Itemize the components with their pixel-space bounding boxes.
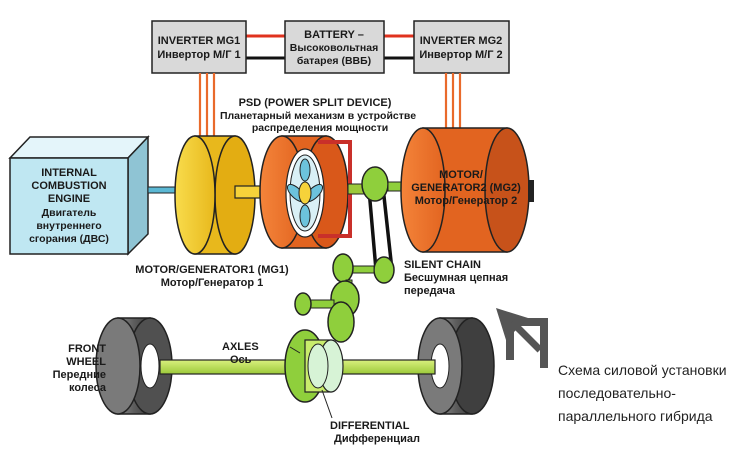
front-wheel-label: FRONT WHEEL Передние колеса [53, 343, 107, 394]
inverter-mg2-label: INVERTER MG2 [420, 35, 503, 47]
mg2-drum: MOTOR/ GENERATOR2 (MG2) Мотор/Генератор … [400, 127, 534, 253]
psd-drum [259, 135, 349, 249]
differential-leader [321, 389, 333, 419]
svg-text:FRONT: FRONT [68, 343, 106, 355]
svg-text:PSD (POWER SPLIT DEVICE): PSD (POWER SPLIT DEVICE) [239, 97, 392, 109]
svg-text:Ось: Ось [230, 354, 252, 366]
svg-text:колеса: колеса [69, 382, 107, 394]
svg-text:MOTOR/: MOTOR/ [439, 169, 483, 181]
battery-label-ru-2: батарея (ВВБ) [297, 55, 371, 67]
svg-text:Передние: Передние [53, 369, 106, 381]
mg1-label: MOTOR/GENERATOR1 (MG1) Мотор/Генератор 1 [135, 264, 289, 289]
battery-label-ru-1: Высоковольтная [290, 42, 378, 54]
svg-text:распределения мощности: распределения мощности [252, 122, 388, 134]
planetary-gear-icon [286, 158, 324, 228]
axles-label: AXLES Ось [222, 341, 259, 366]
svg-text:Схема силовой установки: Схема силовой установки [558, 362, 727, 378]
svg-text:Мотор/Генератор 2: Мотор/Генератор 2 [415, 195, 518, 207]
svg-text:Дифференциал: Дифференциал [334, 433, 420, 445]
cables-mg2 [444, 73, 462, 128]
diagram-caption: Схема силовой установки последовательно-… [558, 362, 727, 424]
svg-text:AXLES: AXLES [222, 341, 259, 353]
wires-top [246, 34, 414, 60]
inverter-mg2-box: INVERTER MG2 Инвертор М/Г 2 [413, 20, 510, 74]
battery-label: BATTERY – [304, 29, 364, 41]
svg-text:сгорания (ДВС): сгорания (ДВС) [29, 233, 109, 245]
battery-box: BATTERY – Высоковольтная батарея (ВВБ) [284, 20, 385, 74]
left-wheel [95, 317, 173, 415]
svg-text:Бесшумная цепная: Бесшумная цепная [404, 272, 508, 284]
inverter-mg2-label-ru: Инвертор М/Г 2 [419, 49, 502, 61]
right-wheel [417, 317, 495, 415]
inverter-mg1-label: INVERTER MG1 [158, 35, 241, 47]
svg-text:SILENT CHAIN: SILENT CHAIN [404, 259, 481, 271]
svg-text:WHEEL: WHEEL [66, 356, 106, 368]
svg-text:COMBUSTION: COMBUSTION [31, 180, 106, 192]
svg-text:последовательно-: последовательно- [558, 385, 676, 401]
corner-arrow-icon [496, 308, 548, 368]
svg-text:Мотор/Генератор 1: Мотор/Генератор 1 [161, 277, 264, 289]
svg-text:Двигатель: Двигатель [42, 207, 97, 219]
silent-chain-label: SILENT CHAIN Бесшумная цепная передача [404, 259, 508, 297]
svg-text:параллельного гибрида: параллельного гибрида [558, 408, 713, 424]
cables-mg1 [198, 73, 216, 138]
svg-text:GENERATOR2 (MG2): GENERATOR2 (MG2) [411, 182, 521, 194]
engine-block: INTERNAL COMBUSTION ENGINE Двигатель вну… [8, 135, 150, 256]
svg-text:ENGINE: ENGINE [48, 193, 90, 205]
inverter-mg1-label-ru: Инвертор М/Г 1 [157, 49, 240, 61]
svg-text:INTERNAL: INTERNAL [41, 167, 97, 179]
inverter-mg1-box: INVERTER MG1 Инвертор М/Г 1 [151, 20, 247, 74]
svg-text:Планетарный механизм в устройс: Планетарный механизм в устройстве [220, 110, 416, 122]
svg-text:MOTOR/GENERATOR1 (MG1): MOTOR/GENERATOR1 (MG1) [135, 264, 289, 276]
reduction-gears [294, 253, 375, 343]
svg-text:внутреннего: внутреннего [36, 220, 101, 232]
psd-label: PSD (POWER SPLIT DEVICE) Планетарный мех… [220, 97, 416, 134]
svg-text:DIFFERENTIAL: DIFFERENTIAL [330, 420, 410, 432]
mg1-shaft [234, 185, 264, 199]
svg-text:передача: передача [404, 285, 456, 297]
differential-label: DIFFERENTIAL Дифференциал [330, 420, 420, 445]
differential-unit [284, 329, 344, 403]
axles-leader [289, 346, 301, 354]
